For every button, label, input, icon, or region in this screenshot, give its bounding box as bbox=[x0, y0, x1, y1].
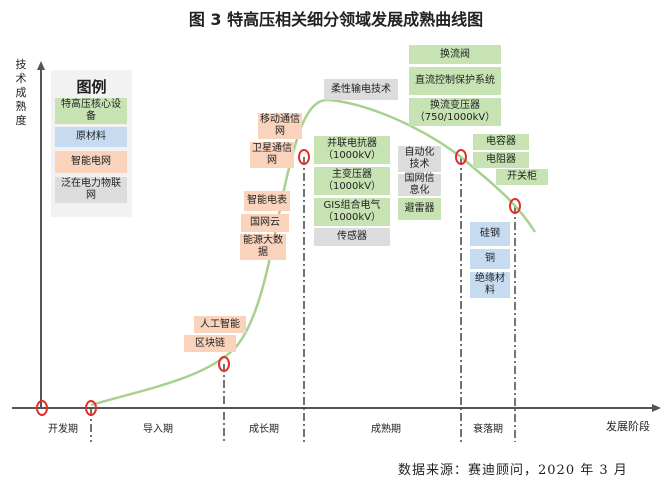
label-satellite-comm-network: 卫星通信网 bbox=[250, 142, 294, 168]
label-shunt-reactor: 并联电抗器（1000kV） bbox=[314, 136, 390, 164]
label-main-transformer: 主变压器（1000kV） bbox=[314, 167, 390, 195]
label-converter-valve: 换流阀 bbox=[409, 45, 501, 64]
phase-label-growth: 成长期 bbox=[249, 424, 279, 435]
phase-label-decline: 衰落期 bbox=[473, 424, 503, 435]
label-converter-transformer: 换流变压器（750/1000kV） bbox=[409, 98, 501, 126]
phase-label-introduction: 导入期 bbox=[143, 424, 173, 435]
label-smart-meter: 智能电表 bbox=[244, 191, 290, 211]
y-axis-arrow bbox=[37, 61, 45, 70]
phase-label-development: 开发期 bbox=[48, 424, 78, 435]
marker-decline-end bbox=[509, 198, 521, 214]
label-state-grid-cloud: 国网云 bbox=[241, 214, 289, 232]
x-axis-label: 发展阶段 bbox=[606, 420, 650, 433]
legend: 图例 特高压核心设备 原材料 智能电网 泛在电力物联网 bbox=[51, 70, 132, 217]
label-automation: 自动化技术 bbox=[398, 146, 441, 172]
label-blockchain: 区块链 bbox=[184, 335, 236, 352]
marker-introduction bbox=[85, 400, 97, 416]
marker-decline bbox=[455, 149, 467, 165]
legend-item-core-equipment: 特高压核心设备 bbox=[55, 98, 127, 124]
marker-development bbox=[36, 400, 48, 416]
legend-item-smart-grid: 智能电网 bbox=[55, 151, 127, 173]
label-copper: 铜 bbox=[470, 249, 510, 269]
y-axis-label: 技术成熟度 bbox=[15, 58, 27, 127]
data-source-note: 数据来源：赛迪顾问，2020 年 3 月 bbox=[398, 463, 628, 478]
marker-growth bbox=[218, 356, 230, 372]
label-gis-switchgear: GIS组合电气（1000kV） bbox=[314, 198, 390, 226]
x-axis-arrow bbox=[652, 404, 661, 412]
label-energy-big-data: 能源大数据 bbox=[240, 234, 286, 260]
legend-title: 图例 bbox=[76, 78, 107, 96]
legend-item-raw-material: 原材料 bbox=[55, 127, 127, 147]
label-sensor: 传感器 bbox=[314, 228, 390, 246]
marker-maturity bbox=[298, 149, 310, 165]
maturity-curve bbox=[90, 98, 537, 407]
label-surge-arrester: 避雷器 bbox=[398, 198, 441, 220]
phase-label-maturity: 成熟期 bbox=[371, 424, 401, 435]
label-artificial-intelligence: 人工智能 bbox=[194, 316, 246, 333]
label-resistor: 电阻器 bbox=[473, 152, 529, 168]
label-switch-cabinet: 开关柜 bbox=[496, 169, 548, 185]
label-mobile-comm-network: 移动通信网 bbox=[258, 113, 302, 139]
label-flexible-transmission: 柔性输电技术 bbox=[324, 79, 398, 100]
label-insulation-material: 绝缘材料 bbox=[470, 272, 510, 298]
label-dc-control-protection: 直流控制保护系统 bbox=[409, 67, 501, 95]
label-capacitor: 电容器 bbox=[473, 134, 529, 150]
label-grid-informatization: 国网信息化 bbox=[398, 173, 441, 196]
legend-item-iot: 泛在电力物联网 bbox=[55, 177, 127, 203]
chart-title: 图 3 特高压相关细分领域发展成熟曲线图 bbox=[188, 10, 484, 29]
label-silicon-steel: 硅钢 bbox=[470, 222, 510, 246]
